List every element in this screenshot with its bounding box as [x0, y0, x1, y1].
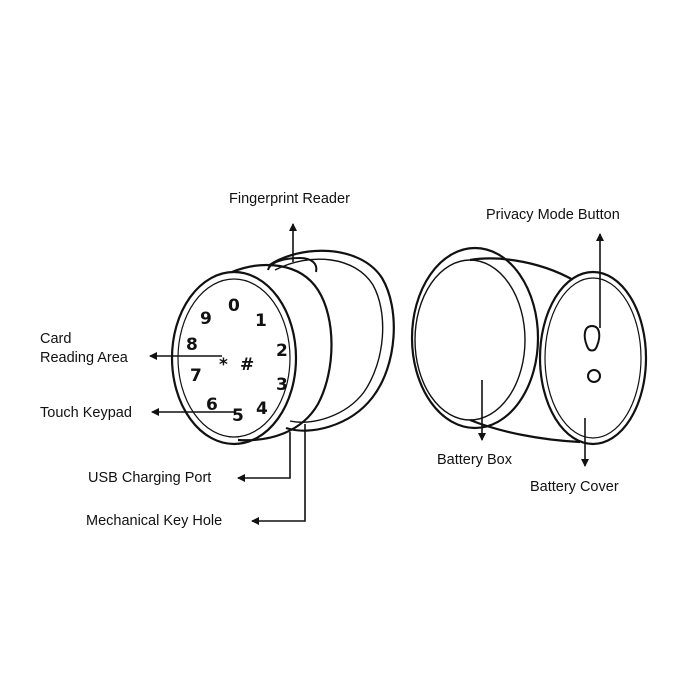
key-6: 6	[206, 395, 218, 415]
mechanical-key-hole-label: Mechanical Key Hole	[86, 513, 223, 529]
fingerprint-reader-label: Fingerprint Reader	[229, 191, 350, 207]
key-4: 4	[256, 399, 268, 419]
callout-lines	[149, 223, 604, 525]
card-reading-area-label-line1: Card	[40, 331, 72, 347]
back-lock-rosette	[410, 246, 540, 430]
fingerprint-reader-shape	[267, 256, 318, 273]
key-0: 0	[228, 296, 240, 316]
privacy-mode-button-label: Privacy Mode Button	[486, 207, 620, 223]
battery-cover-face	[538, 270, 648, 446]
key-1: 1	[255, 311, 267, 331]
mechanical-key-hole-arrow	[251, 424, 306, 525]
usb-charging-port-label: USB Charging Port	[88, 470, 212, 486]
back-lock	[410, 246, 648, 446]
usb-charging-port-arrow	[237, 432, 291, 482]
touch-keypad-label: Touch Keypad	[40, 405, 132, 421]
card-reading-area-label-line2: Reading Area	[40, 350, 128, 366]
front-lock-rosette-inner	[274, 258, 384, 423]
key-2: 2	[276, 341, 288, 361]
battery-cover-face-inner	[544, 277, 642, 439]
key-3: 3	[276, 375, 288, 395]
key-5: 5	[232, 406, 244, 426]
keypad-face	[170, 270, 298, 446]
back-lock-rosette-inner	[414, 259, 526, 421]
keypad-face-inner	[177, 278, 291, 438]
key-star: *	[219, 355, 228, 375]
battery-box-label: Battery Box	[437, 452, 512, 468]
key-7: 7	[190, 366, 202, 386]
privacy-mode-button-shape	[583, 324, 601, 352]
front-lock-body	[231, 263, 333, 442]
front-lock	[170, 249, 395, 446]
back-lock-small-button	[587, 369, 601, 383]
key-hash: #	[240, 355, 254, 375]
battery-box-body	[469, 257, 581, 444]
key-9: 9	[200, 309, 212, 329]
key-8: 8	[186, 335, 198, 355]
touch-keypad-keys: 0 1 2 3 4 5 6 7 8 9 * #	[186, 296, 288, 426]
battery-cover-label: Battery Cover	[530, 479, 619, 495]
front-lock-rosette	[267, 249, 395, 432]
